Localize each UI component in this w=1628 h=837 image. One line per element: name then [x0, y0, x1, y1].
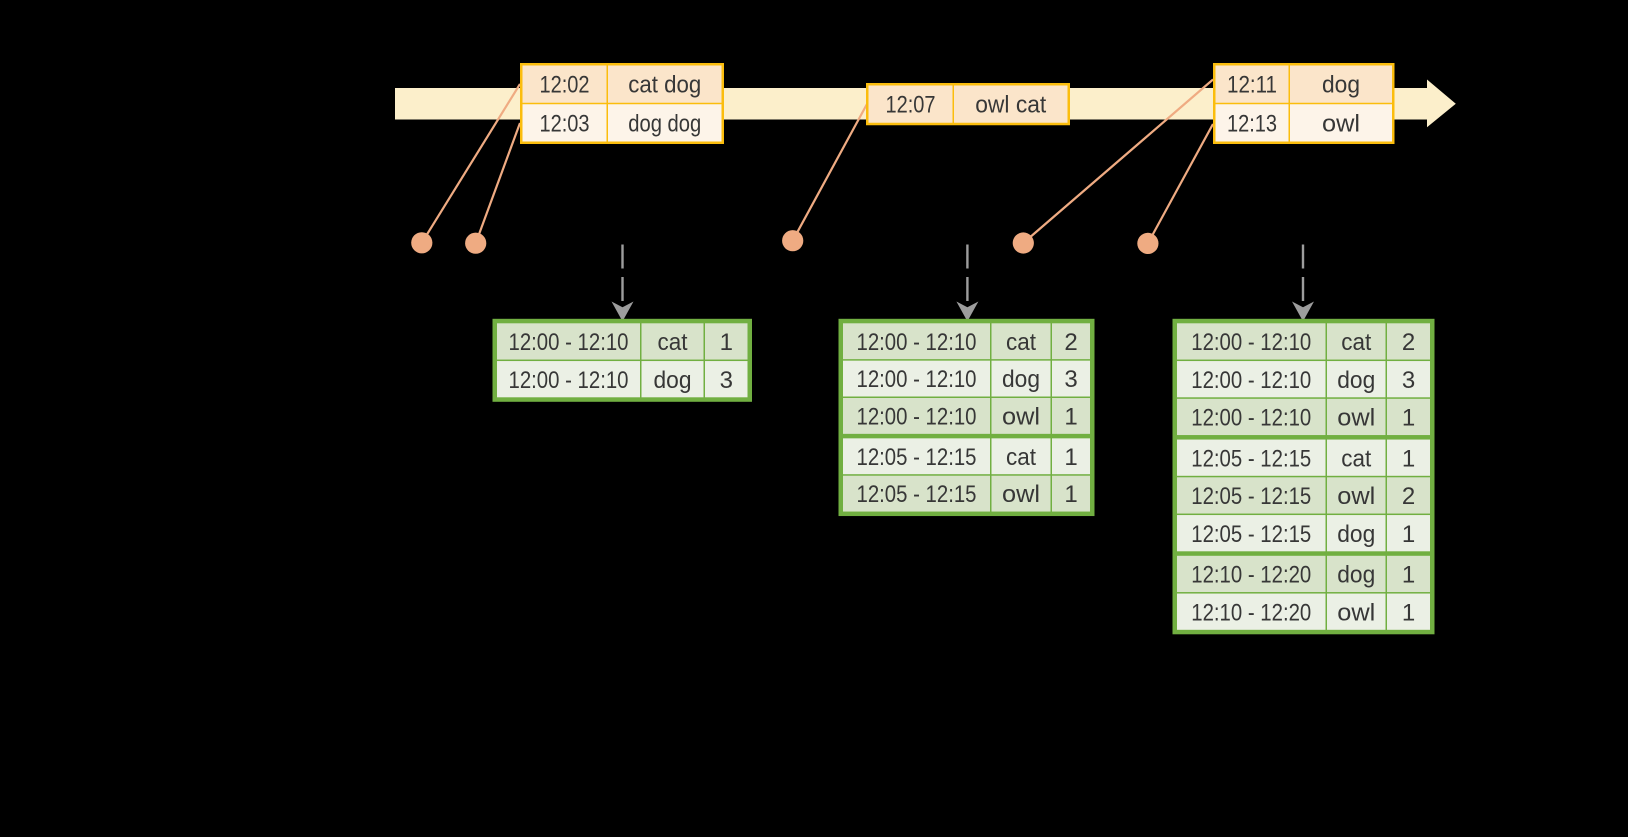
svg-text:1: 1: [1402, 445, 1415, 472]
svg-text:12:00 - 12:10: 12:00 - 12:10: [857, 404, 977, 431]
svg-text:owl: owl: [1337, 405, 1375, 432]
svg-text:2: 2: [1402, 329, 1415, 356]
svg-text:1: 1: [1402, 562, 1415, 589]
svg-text:12:11: 12:11: [1227, 72, 1277, 99]
svg-text:1: 1: [1402, 521, 1415, 548]
svg-text:owl cat: owl cat: [975, 92, 1046, 119]
svg-text:dog: dog: [1337, 521, 1375, 548]
svg-text:dog dog: dog dog: [628, 110, 701, 137]
svg-text:12:10 - 12:20: 12:10 - 12:20: [1191, 599, 1311, 626]
svg-text:3: 3: [1402, 367, 1415, 394]
svg-text:12:13: 12:13: [1227, 110, 1277, 137]
svg-text:12:00 - 12:10: 12:00 - 12:10: [1191, 367, 1311, 394]
svg-text:12:07: 12:07: [886, 92, 936, 119]
svg-text:dog: dog: [1337, 562, 1375, 589]
svg-text:owl: owl: [1002, 404, 1040, 431]
svg-text:3: 3: [1064, 366, 1077, 393]
svg-text:owl: owl: [1337, 599, 1375, 626]
svg-text:owl: owl: [1337, 483, 1375, 510]
svg-text:1: 1: [720, 329, 733, 356]
svg-text:12:00 - 12:10: 12:00 - 12:10: [509, 367, 629, 394]
svg-text:12:02: 12:02: [540, 72, 590, 99]
svg-text:dog: dog: [1002, 366, 1040, 393]
svg-text:cat: cat: [658, 329, 688, 356]
svg-text:12:00 - 12:10: 12:00 - 12:10: [857, 329, 977, 356]
svg-text:12:00 - 12:10: 12:00 - 12:10: [1191, 329, 1311, 356]
svg-text:cat: cat: [1006, 329, 1036, 356]
svg-text:12:03: 12:03: [540, 110, 590, 137]
svg-text:12:00 - 12:10: 12:00 - 12:10: [857, 366, 977, 393]
svg-text:1: 1: [1064, 404, 1077, 431]
svg-text:cat dog: cat dog: [628, 72, 701, 99]
svg-text:1: 1: [1402, 599, 1415, 626]
svg-text:1: 1: [1064, 444, 1077, 471]
svg-text:cat: cat: [1006, 444, 1036, 471]
svg-text:12:00 - 12:10: 12:00 - 12:10: [1191, 405, 1311, 432]
svg-text:12:00 - 12:10: 12:00 - 12:10: [509, 329, 629, 356]
svg-text:cat: cat: [1341, 329, 1371, 356]
svg-text:1: 1: [1402, 405, 1415, 432]
svg-text:2: 2: [1064, 329, 1077, 356]
svg-text:owl: owl: [1002, 481, 1040, 508]
svg-text:dog: dog: [654, 367, 692, 394]
svg-text:2: 2: [1402, 483, 1415, 510]
svg-text:12:05 - 12:15: 12:05 - 12:15: [857, 481, 977, 508]
svg-text:12:05 - 12:15: 12:05 - 12:15: [1191, 521, 1311, 548]
svg-text:owl: owl: [1322, 110, 1360, 137]
svg-text:dog: dog: [1322, 72, 1360, 99]
svg-text:12:05 - 12:15: 12:05 - 12:15: [857, 444, 977, 471]
svg-text:1: 1: [1064, 481, 1077, 508]
svg-text:cat: cat: [1341, 445, 1371, 472]
svg-text:3: 3: [720, 367, 733, 394]
svg-text:12:05 - 12:15: 12:05 - 12:15: [1191, 445, 1311, 472]
svg-text:12:10 - 12:20: 12:10 - 12:20: [1191, 562, 1311, 589]
svg-text:dog: dog: [1337, 367, 1375, 394]
svg-text:12:05 - 12:15: 12:05 - 12:15: [1191, 483, 1311, 510]
